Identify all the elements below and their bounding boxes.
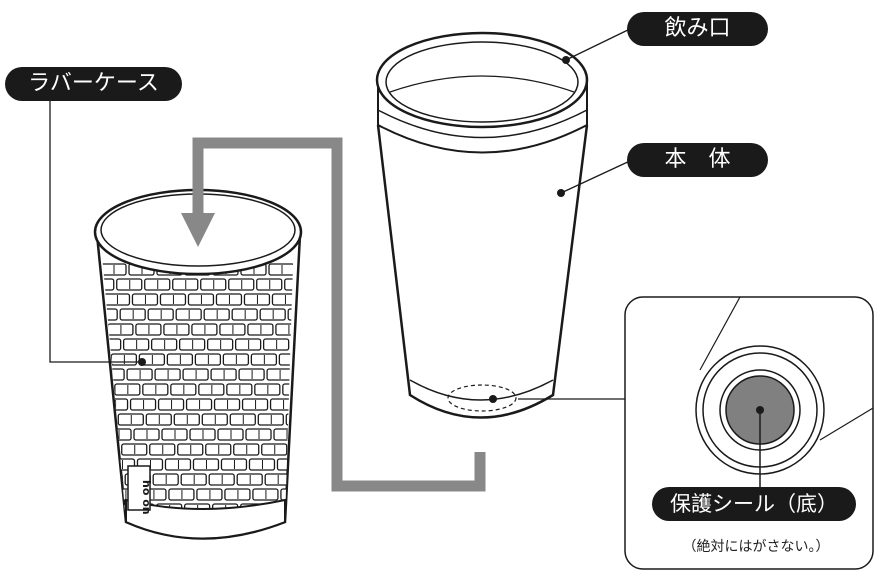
brand-logo: ho on: [127, 465, 153, 515]
assembly-arrow: [181, 137, 486, 492]
weave-cell: [245, 428, 272, 441]
tumbler-body: [375, 31, 589, 419]
leader-body: [560, 159, 633, 194]
weave-cell: [233, 443, 260, 456]
weave-cell: [276, 458, 294, 471]
seal-warning-note: （絶対にはがさない。）: [682, 539, 830, 555]
weave-cell: [280, 488, 294, 501]
svg-text:ho on: ho on: [140, 480, 153, 515]
weave-cell: [100, 323, 106, 336]
weave-cell: [287, 308, 294, 321]
seal-inset: [624, 296, 874, 570]
weave-cell: [252, 488, 279, 501]
weave-cell: [297, 264, 322, 275]
weave-cell: [110, 353, 138, 366]
weave-cell: [282, 383, 294, 396]
weave-cell: [100, 473, 123, 486]
seal-location-marker: [447, 384, 517, 412]
weave-cell: [238, 368, 265, 381]
weave-cell: [284, 278, 294, 291]
weave-cell: [248, 458, 276, 471]
leader-lines: [49, 27, 633, 400]
weave-cell: [100, 353, 110, 366]
weave-cell: [73, 264, 98, 275]
weave-cell: [107, 323, 134, 336]
weave-cell: [100, 503, 127, 516]
weave-cell: [100, 443, 120, 456]
tumbler-outline: [376, 124, 589, 419]
rubber-case-base: [125, 498, 286, 540]
label-protective-seal: 保護シール（底）: [652, 487, 856, 521]
weave-cell: [100, 293, 103, 306]
label-drinking-mouth: 飲み口: [627, 12, 768, 46]
weave-cell: [100, 413, 116, 426]
weave-cell: [126, 368, 153, 381]
weave-cell: [241, 398, 269, 411]
label-body: 本 体: [627, 143, 768, 177]
weave-cell: [100, 383, 113, 396]
weave-cell: [236, 473, 263, 486]
leader-rubber-case: [49, 101, 142, 363]
leader-mouth: [565, 27, 633, 61]
label-rubber-case: ラバーケース: [5, 67, 182, 101]
